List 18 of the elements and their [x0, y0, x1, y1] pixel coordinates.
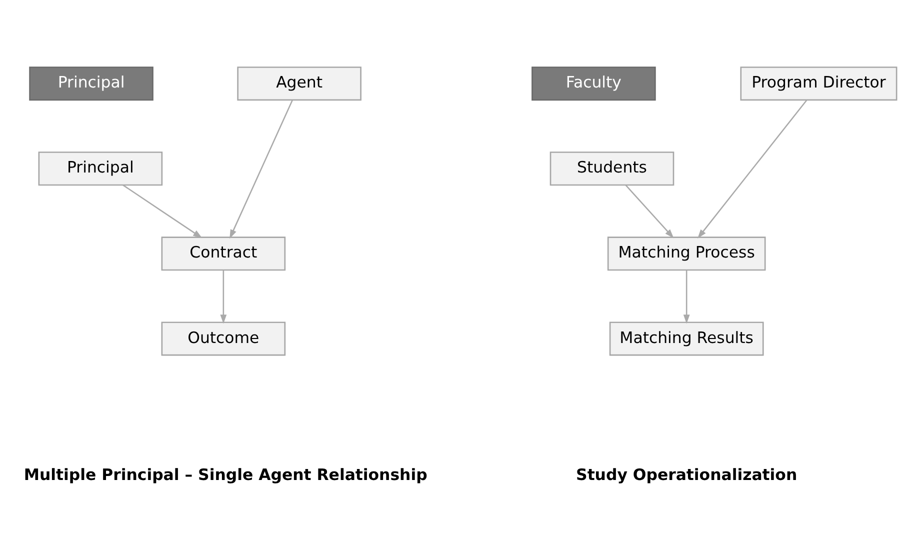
arrow — [625, 184, 674, 238]
node-box: Contract — [161, 236, 286, 270]
node-box: Program Director — [740, 66, 898, 100]
node-box: Matching Process — [607, 236, 766, 270]
node-box: Students — [550, 151, 674, 186]
node-box: Outcome — [161, 321, 286, 356]
arrow — [230, 100, 293, 238]
arrow — [698, 99, 808, 238]
arrow — [122, 184, 202, 238]
node-box: Agent — [237, 66, 362, 100]
node-box: Principal — [29, 66, 154, 100]
arrow — [683, 270, 690, 324]
label: Study Operationalization — [576, 464, 798, 484]
node-box: Faculty — [532, 66, 656, 100]
node-box: Matching Results — [609, 321, 764, 356]
node-box: Principal — [38, 151, 163, 186]
arrow — [220, 270, 227, 324]
label: Multiple Principal – Single Agent Relationship — [24, 464, 428, 484]
